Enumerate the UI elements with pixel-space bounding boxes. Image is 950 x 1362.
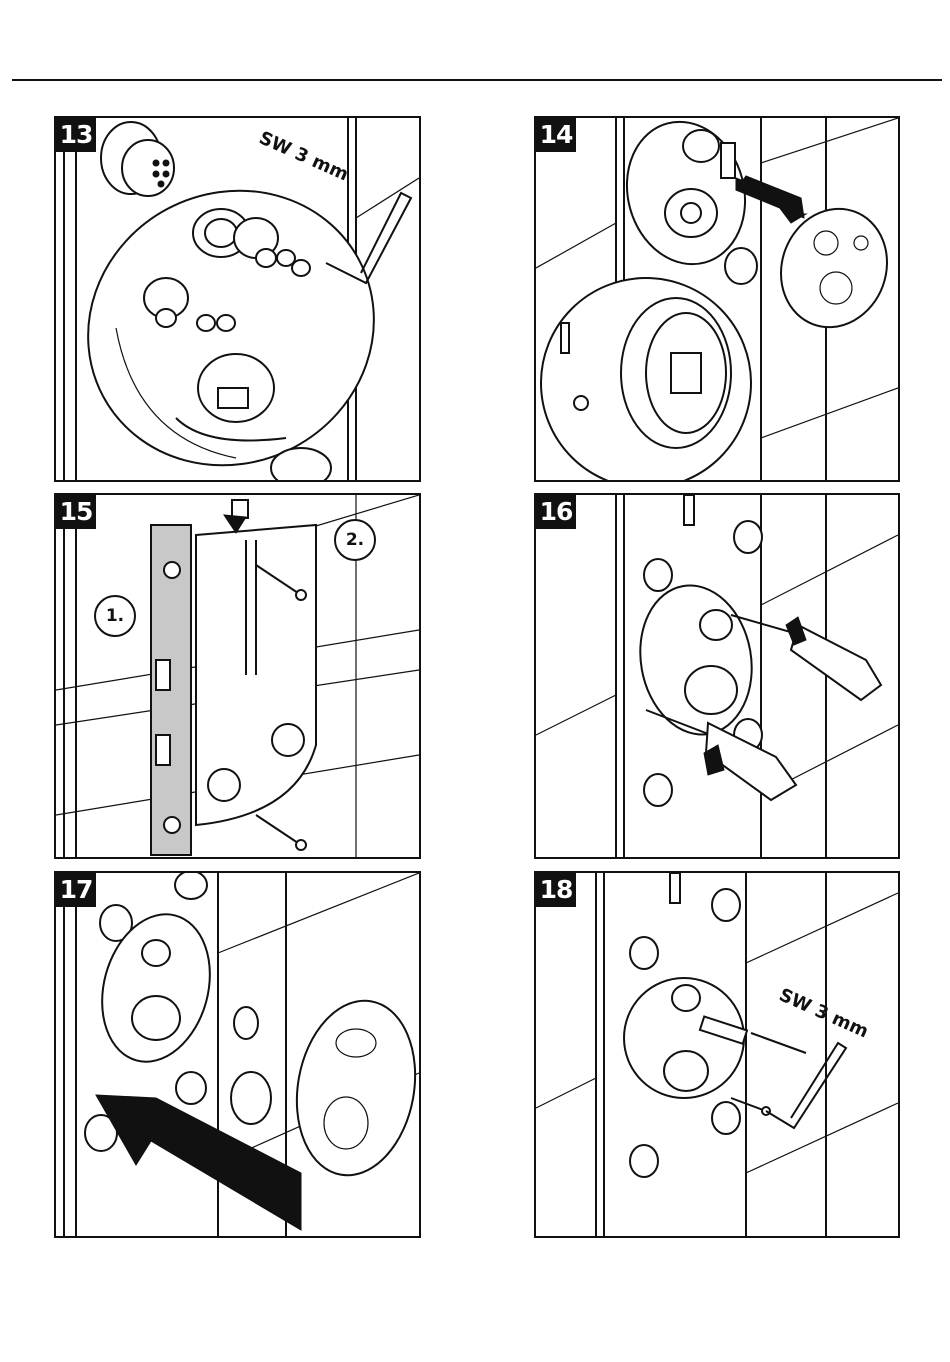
step-14-illustration — [536, 118, 898, 480]
step-17-panel: 17 — [54, 871, 421, 1238]
step-16-panel: 16 — [534, 493, 900, 859]
mixer-detail-zoom — [56, 141, 419, 480]
header-rule — [12, 79, 942, 81]
step-number: 16 — [536, 495, 576, 529]
mounting-template — [765, 194, 898, 342]
step-13-panel: 13 SW 3 mm — [54, 116, 421, 482]
cover-plate — [284, 991, 419, 1184]
step-number: 15 — [56, 495, 96, 529]
hex-key — [766, 1043, 846, 1128]
step-17-illustration — [56, 873, 419, 1236]
o-ring — [231, 1072, 271, 1124]
step-number: 13 — [56, 118, 96, 152]
step-number: 18 — [536, 873, 576, 907]
step-16-illustration — [536, 495, 898, 857]
step-18-panel: 18 SW 3 mm — [534, 871, 900, 1238]
push-arrow — [96, 1095, 301, 1230]
step-13-illustration — [56, 118, 419, 480]
callout-1: 1. — [94, 595, 136, 637]
callout-2: 2. — [334, 519, 376, 561]
step-number: 14 — [536, 118, 576, 152]
step-15-panel: 15 1. 2. — [54, 493, 421, 859]
step-18-illustration — [536, 873, 898, 1236]
step-14-panel: 14 — [534, 116, 900, 482]
step-number: 17 — [56, 873, 96, 907]
o-ring — [234, 1007, 258, 1039]
